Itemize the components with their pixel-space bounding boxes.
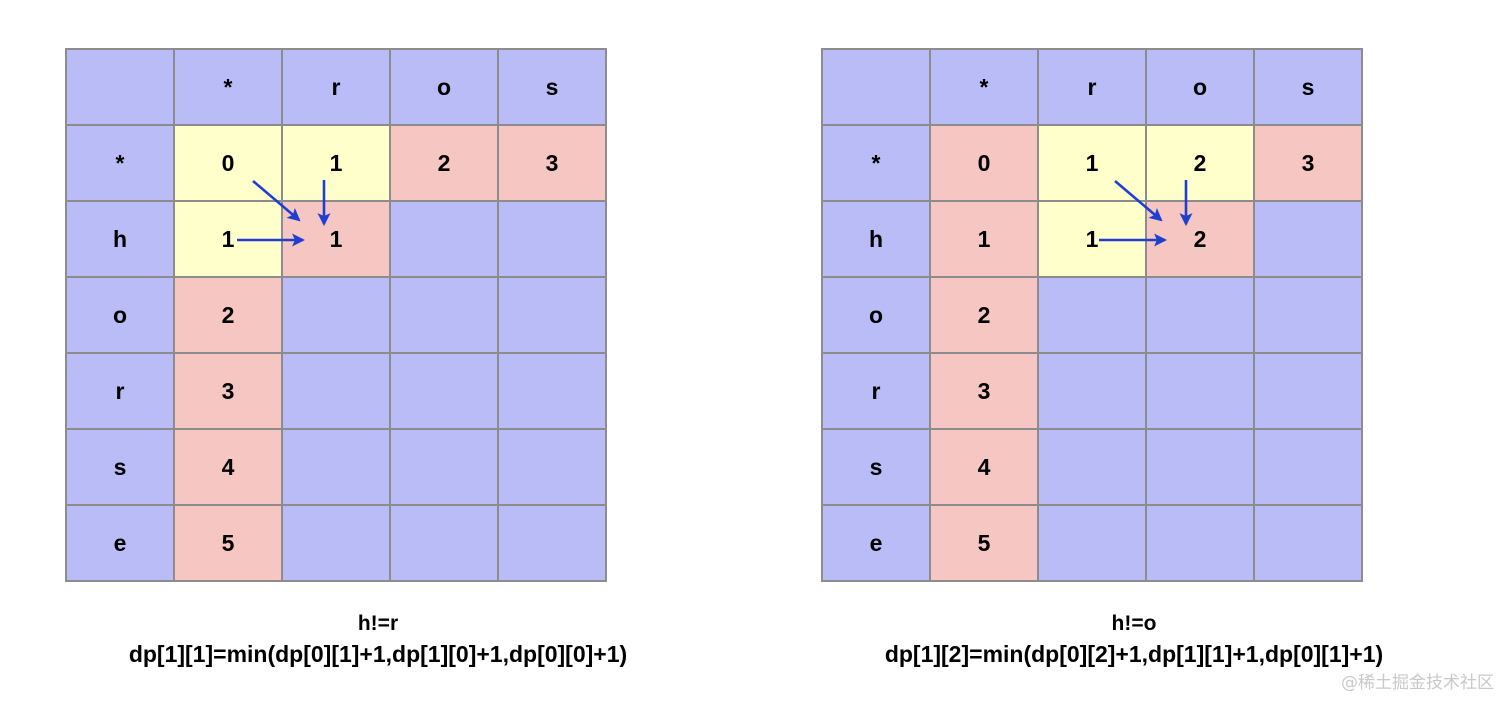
cell-2-4	[1253, 200, 1363, 278]
cell-1-4: 3	[497, 124, 607, 202]
cell-1-1: 0	[929, 124, 1039, 202]
caption-left: h!=r dp[1][1]=min(dp[0][1]+1,dp[1][0]+1,d…	[0, 610, 756, 671]
cell-4-3	[389, 352, 499, 430]
cell-3-3	[389, 276, 499, 354]
cell-6-4	[1253, 504, 1363, 582]
cell-3-1: 2	[929, 276, 1039, 354]
row-header-6: e	[821, 504, 931, 582]
column-header-2: r	[1037, 48, 1147, 126]
cell-6-2	[281, 504, 391, 582]
cell-1-4: 3	[1253, 124, 1363, 202]
cell-1-3: 2	[389, 124, 499, 202]
cell-2-3: 2	[1145, 200, 1255, 278]
cell-1-3: 2	[1145, 124, 1255, 202]
cell-4-4	[1253, 352, 1363, 430]
cell-1-2: 1	[1037, 124, 1147, 202]
cell-4-1: 3	[173, 352, 283, 430]
row-header-5: s	[65, 428, 175, 506]
caption-comparison: h!=r	[357, 612, 399, 635]
cell-4-4	[497, 352, 607, 430]
row-header-3: o	[821, 276, 931, 354]
cell-2-2: 1	[281, 200, 391, 278]
cell-1-1: 0	[173, 124, 283, 202]
cell-5-2	[1037, 428, 1147, 506]
cell-6-4	[497, 504, 607, 582]
cell-6-2	[1037, 504, 1147, 582]
cell-5-4	[497, 428, 607, 506]
caption-right: h!=o dp[1][2]=min(dp[0][2]+1,dp[1][1]+1,d…	[756, 610, 1512, 671]
cell-2-4	[497, 200, 607, 278]
cell-4-1: 3	[929, 352, 1039, 430]
cell-4-2	[281, 352, 391, 430]
cell-6-3	[389, 504, 499, 582]
cell-5-3	[1145, 428, 1255, 506]
column-header-1: *	[929, 48, 1039, 126]
column-header-3: o	[1145, 48, 1255, 126]
row-header-3: o	[65, 276, 175, 354]
column-header-3: o	[389, 48, 499, 126]
cell-6-1: 5	[929, 504, 1039, 582]
cell-3-4	[497, 276, 607, 354]
corner-cell	[65, 48, 175, 126]
cell-5-2	[281, 428, 391, 506]
cell-3-2	[1037, 276, 1147, 354]
cell-6-1: 5	[173, 504, 283, 582]
caption-comparison: h!=o	[1111, 612, 1157, 635]
cell-4-2	[1037, 352, 1147, 430]
cell-5-3	[389, 428, 499, 506]
row-header-2: h	[65, 200, 175, 278]
cell-1-2: 1	[281, 124, 391, 202]
watermark: @稀土掘金技术社区	[1341, 673, 1494, 693]
cell-3-3	[1145, 276, 1255, 354]
cell-3-1: 2	[173, 276, 283, 354]
corner-cell	[821, 48, 931, 126]
row-header-2: h	[821, 200, 931, 278]
cell-3-4	[1253, 276, 1363, 354]
column-header-4: s	[497, 48, 607, 126]
cell-5-4	[1253, 428, 1363, 506]
cell-2-1: 1	[929, 200, 1039, 278]
row-header-5: s	[821, 428, 931, 506]
cell-2-2: 1	[1037, 200, 1147, 278]
cell-4-3	[1145, 352, 1255, 430]
row-header-4: r	[65, 352, 175, 430]
row-header-4: r	[821, 352, 931, 430]
row-header-6: e	[65, 504, 175, 582]
cell-3-2	[281, 276, 391, 354]
caption-formula: dp[1][2]=min(dp[0][2]+1,dp[1][1]+1,dp[0]…	[884, 640, 1384, 667]
cell-5-1: 4	[929, 428, 1039, 506]
cell-5-1: 4	[173, 428, 283, 506]
cell-6-3	[1145, 504, 1255, 582]
caption-formula: dp[1][1]=min(dp[0][1]+1,dp[1][0]+1,dp[0]…	[128, 640, 628, 667]
cell-2-3	[389, 200, 499, 278]
column-header-4: s	[1253, 48, 1363, 126]
row-header-1: *	[821, 124, 931, 202]
cell-2-1: 1	[173, 200, 283, 278]
column-header-2: r	[281, 48, 391, 126]
column-header-1: *	[173, 48, 283, 126]
row-header-1: *	[65, 124, 175, 202]
